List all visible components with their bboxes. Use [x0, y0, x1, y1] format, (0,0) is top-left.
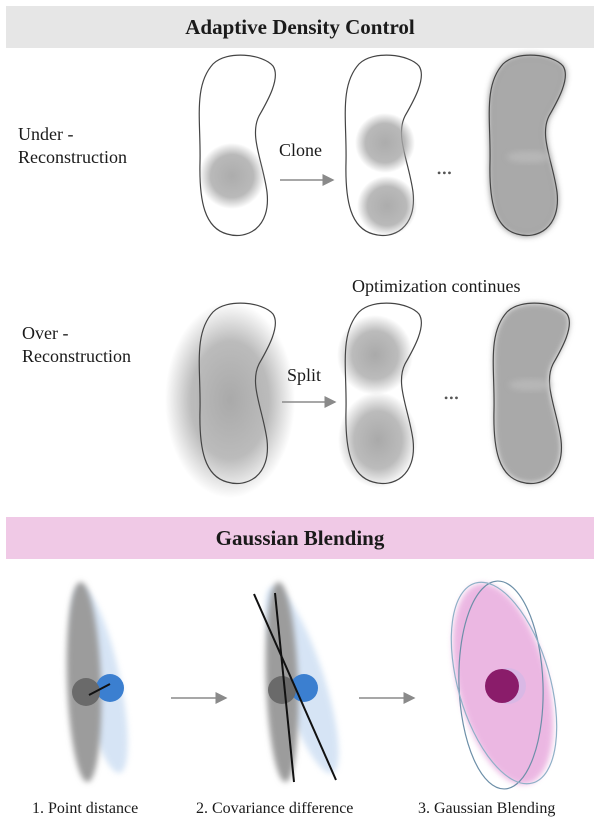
under-small-gaussian [199, 143, 265, 209]
cloned-gaussian-1 [355, 113, 415, 173]
over-shape-split [337, 303, 421, 488]
point-distance-illustration [61, 581, 140, 782]
blue-gaussian-center [96, 674, 124, 702]
gaussian-blending-illustration [431, 570, 577, 795]
blended-gaussian-center [485, 669, 519, 703]
cloned-gaussian-2 [357, 176, 417, 236]
under-shape-optimized [489, 55, 565, 235]
over-shape-initial [165, 302, 295, 498]
covariance-difference-illustration [251, 580, 353, 782]
over-shape-optimized [493, 303, 569, 483]
